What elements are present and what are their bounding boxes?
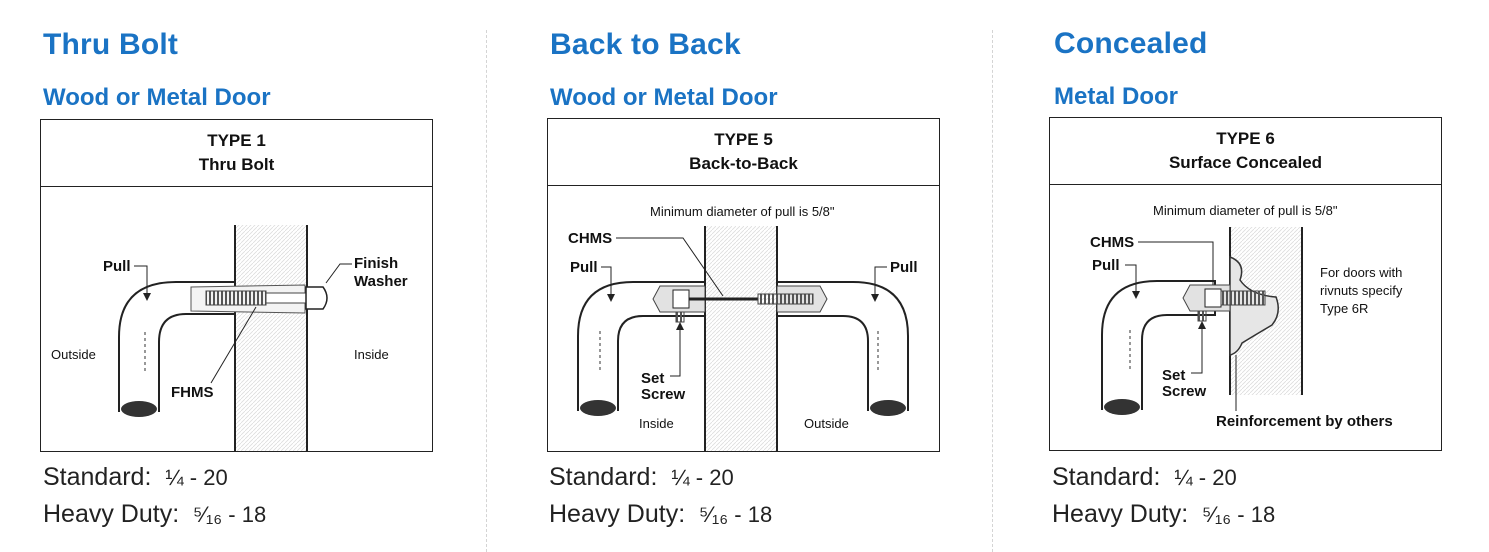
label-screw: Screw	[1162, 383, 1207, 400]
standard-spec: Standard: ¼ - 20	[43, 459, 266, 496]
section-title: Back to Back	[550, 28, 741, 61]
type-name: Thru Bolt	[198, 155, 275, 174]
label-pull-right: Pull	[890, 259, 918, 276]
note-for-doors-1: For doors with	[1320, 265, 1402, 280]
label-outside: Outside	[51, 347, 96, 362]
thru-bolt-diagram: Pull Finish Washer Outside Inside FHMS	[51, 225, 408, 451]
column-separator	[486, 30, 487, 552]
label-pull-left: Pull	[570, 259, 598, 276]
note-for-doors-2: rivnuts specify	[1320, 283, 1403, 298]
standard-label: Standard:	[549, 463, 658, 491]
heavy-duty-value: ⁵⁄₁₆ - 18	[193, 502, 267, 527]
label-reinforcement: Reinforcement by others	[1216, 413, 1393, 430]
label-set: Set	[641, 370, 664, 387]
standard-value: ¼ - 20	[671, 465, 734, 490]
heavy-duty-spec: Heavy Duty: ⁵⁄₁₆ - 18	[549, 496, 772, 533]
standard-spec: Standard: ¼ - 20	[1052, 459, 1275, 496]
type-label: TYPE 6	[1216, 129, 1275, 148]
note-min-diameter: Minimum diameter of pull is 5/8"	[650, 204, 835, 219]
label-inside: Inside	[354, 347, 389, 362]
type-name: Back-to-Back	[689, 154, 798, 173]
type-label: TYPE 5	[714, 130, 773, 149]
note-for-doors-3: Type 6R	[1320, 301, 1368, 316]
diagram-box: TYPE 1 Thru Bolt	[40, 119, 433, 452]
heavy-duty-label: Heavy Duty:	[549, 500, 686, 528]
heavy-duty-label: Heavy Duty:	[43, 500, 180, 528]
standard-spec: Standard: ¼ - 20	[549, 459, 772, 496]
label-inside: Inside	[639, 416, 674, 431]
section-subtitle: Wood or Metal Door	[43, 84, 271, 111]
column-separator	[992, 30, 993, 552]
spec-block: Standard: ¼ - 20 Heavy Duty: ⁵⁄₁₆ - 18	[549, 459, 772, 533]
spec-block: Standard: ¼ - 20 Heavy Duty: ⁵⁄₁₆ - 18	[43, 459, 266, 533]
spec-block: Standard: ¼ - 20 Heavy Duty: ⁵⁄₁₆ - 18	[1052, 459, 1275, 533]
standard-value: ¼ - 20	[1174, 465, 1237, 490]
label-washer: Washer	[354, 273, 408, 290]
diagram-box: TYPE 5 Back-to-Back Minimum diameter of …	[547, 118, 940, 452]
diagram-header: TYPE 6 Surface Concealed	[1050, 118, 1441, 185]
diagram-header: TYPE 5 Back-to-Back	[548, 119, 939, 186]
note-min-diameter: Minimum diameter of pull is 5/8"	[1153, 203, 1338, 218]
surface-concealed-diagram: Minimum diameter of pull is 5/8" CHMS Pu…	[1090, 203, 1403, 430]
heavy-duty-spec: Heavy Duty: ⁵⁄₁₆ - 18	[43, 496, 266, 533]
section-subtitle: Wood or Metal Door	[550, 84, 778, 111]
label-chms: CHMS	[1090, 234, 1134, 251]
label-set: Set	[1162, 367, 1185, 384]
heavy-duty-value: ⁵⁄₁₆ - 18	[699, 502, 773, 527]
section-title: Concealed	[1054, 27, 1208, 60]
label-pull: Pull	[1092, 257, 1120, 274]
label-finish: Finish	[354, 255, 398, 272]
section-title: Thru Bolt	[43, 28, 179, 61]
standard-label: Standard:	[43, 463, 152, 491]
label-fhms: FHMS	[171, 384, 214, 401]
diagram-header: TYPE 1 Thru Bolt	[41, 120, 432, 187]
label-pull: Pull	[103, 258, 131, 275]
back-to-back-diagram: Minimum diameter of pull is 5/8" CHMS	[568, 204, 918, 451]
label-chms: CHMS	[568, 230, 612, 247]
heavy-duty-value: ⁵⁄₁₆ - 18	[1202, 502, 1276, 527]
label-outside: Outside	[804, 416, 849, 431]
standard-label: Standard:	[1052, 463, 1161, 491]
type-label: TYPE 1	[207, 131, 266, 150]
heavy-duty-label: Heavy Duty:	[1052, 500, 1189, 528]
section-subtitle: Metal Door	[1054, 83, 1179, 110]
diagram-box: TYPE 6 Surface Concealed Minimum diamete…	[1049, 117, 1442, 451]
type-name: Surface Concealed	[1168, 153, 1323, 172]
standard-value: ¼ - 20	[165, 465, 228, 490]
label-screw: Screw	[641, 386, 686, 403]
heavy-duty-spec: Heavy Duty: ⁵⁄₁₆ - 18	[1052, 496, 1275, 533]
